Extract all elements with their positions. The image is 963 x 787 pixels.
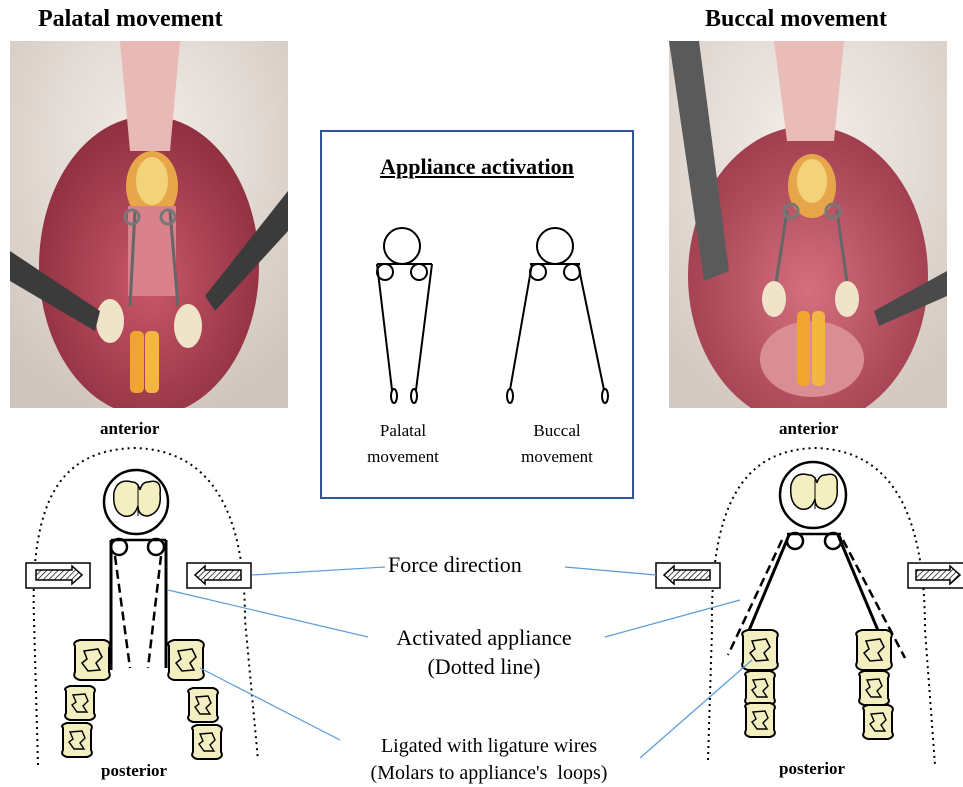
ligated-line1: Ligated with ligature wires (336, 733, 642, 760)
ligated-line2: (Molars to appliance's loops) (336, 760, 642, 787)
activated-appliance-line2: (Dotted line) (370, 652, 598, 681)
activated-appliance-line1: Activated appliance (370, 623, 598, 652)
left-activated-arm-right (148, 556, 161, 668)
right-appliance-arm-right (838, 535, 882, 640)
right-appliance-arm-left (745, 535, 789, 640)
activated-appliance-label: Activated appliance (Dotted line) (370, 623, 598, 681)
buccal-schematic (656, 448, 963, 765)
left-activated-arm-left (115, 556, 130, 668)
palatal-schematic (26, 448, 258, 765)
force-direction-label: Force direction (388, 550, 522, 579)
ligated-label: Ligated with ligature wires (Molars to a… (336, 733, 642, 787)
